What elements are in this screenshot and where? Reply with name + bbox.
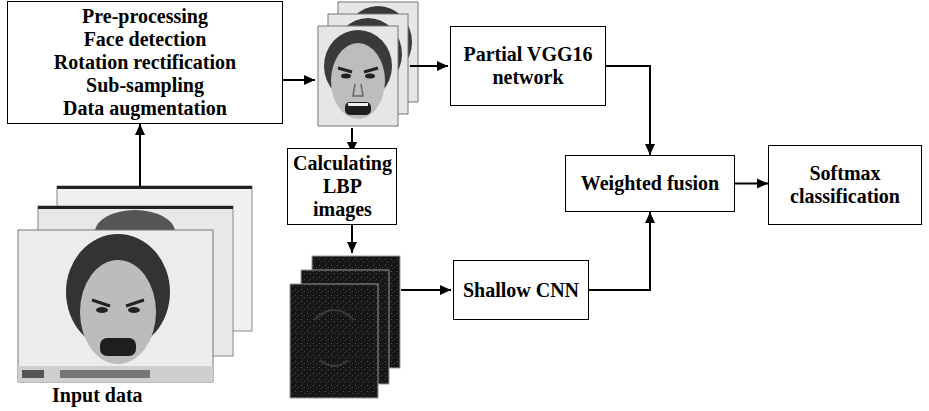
text-group: Shallow CNN bbox=[454, 279, 588, 302]
connector-arrow bbox=[606, 66, 650, 155]
input-label: Input data bbox=[52, 384, 143, 407]
face-stack bbox=[318, 2, 418, 126]
network-box: Shallow CNN bbox=[453, 260, 589, 320]
node-text: Pre-processing bbox=[13, 5, 277, 28]
text-group: Softmax classification bbox=[769, 162, 921, 208]
output-box: Softmax classification bbox=[768, 145, 922, 225]
node-text: Face detection bbox=[13, 28, 277, 51]
connector-arrow bbox=[735, 183, 768, 185]
connector-arrow bbox=[589, 212, 650, 290]
node-text: Shallow CNN bbox=[459, 279, 583, 302]
text-group: Weighted fusion bbox=[566, 172, 734, 195]
node-text: Calculating LBP images bbox=[293, 152, 392, 221]
node-text: Softmax classification bbox=[774, 162, 916, 208]
node-text: Partial VGG16 network bbox=[456, 43, 600, 89]
fusion-box: Weighted fusion bbox=[565, 155, 735, 212]
input-frames bbox=[18, 186, 252, 382]
node-text: Rotation rectification bbox=[13, 51, 277, 74]
lbp-images bbox=[290, 256, 400, 398]
node-text: Sub-sampling bbox=[13, 74, 277, 97]
text-group: Calculating LBP images bbox=[288, 152, 397, 221]
process-box: Calculating LBP images bbox=[287, 148, 397, 225]
node-text: Weighted fusion bbox=[571, 172, 729, 195]
node-text: Data augmentation bbox=[13, 97, 277, 120]
network-box: Partial VGG16 network bbox=[450, 26, 606, 106]
process-box: Pre-processingFace detectionRotation rec… bbox=[7, 1, 283, 124]
text-group: Partial VGG16 network bbox=[451, 43, 605, 89]
text-group: Pre-processingFace detectionRotation rec… bbox=[8, 5, 282, 120]
